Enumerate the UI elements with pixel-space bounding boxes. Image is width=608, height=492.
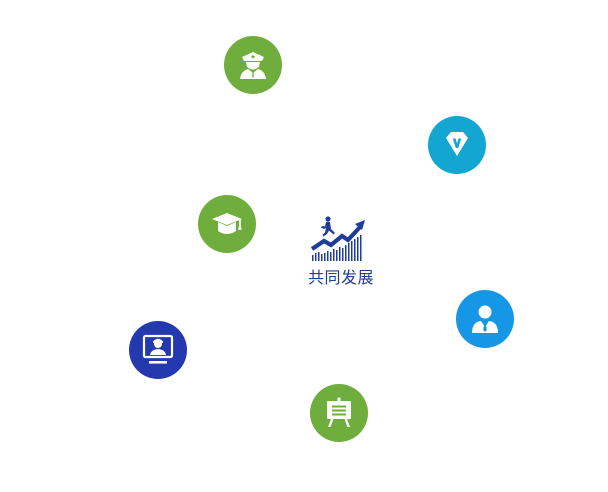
- business-person-icon: [472, 305, 498, 333]
- graduation-cap-icon: [212, 213, 242, 234]
- police-officer-icon: [240, 52, 266, 79]
- center-label: 共同发展: [307, 268, 374, 287]
- vip-node: [428, 116, 486, 174]
- lecture-node: [310, 384, 368, 442]
- vip-diamond-icon: [446, 132, 468, 156]
- staff-node: [456, 290, 514, 348]
- center-hub: 共同发展: [296, 215, 386, 287]
- online-teacher-icon: [142, 334, 174, 364]
- growth-chart-runner-icon: [311, 216, 365, 261]
- presentation-board-icon: [327, 397, 351, 427]
- online-teacher-node: [129, 321, 187, 379]
- police-node: [224, 36, 282, 94]
- graduation-node: [198, 195, 256, 253]
